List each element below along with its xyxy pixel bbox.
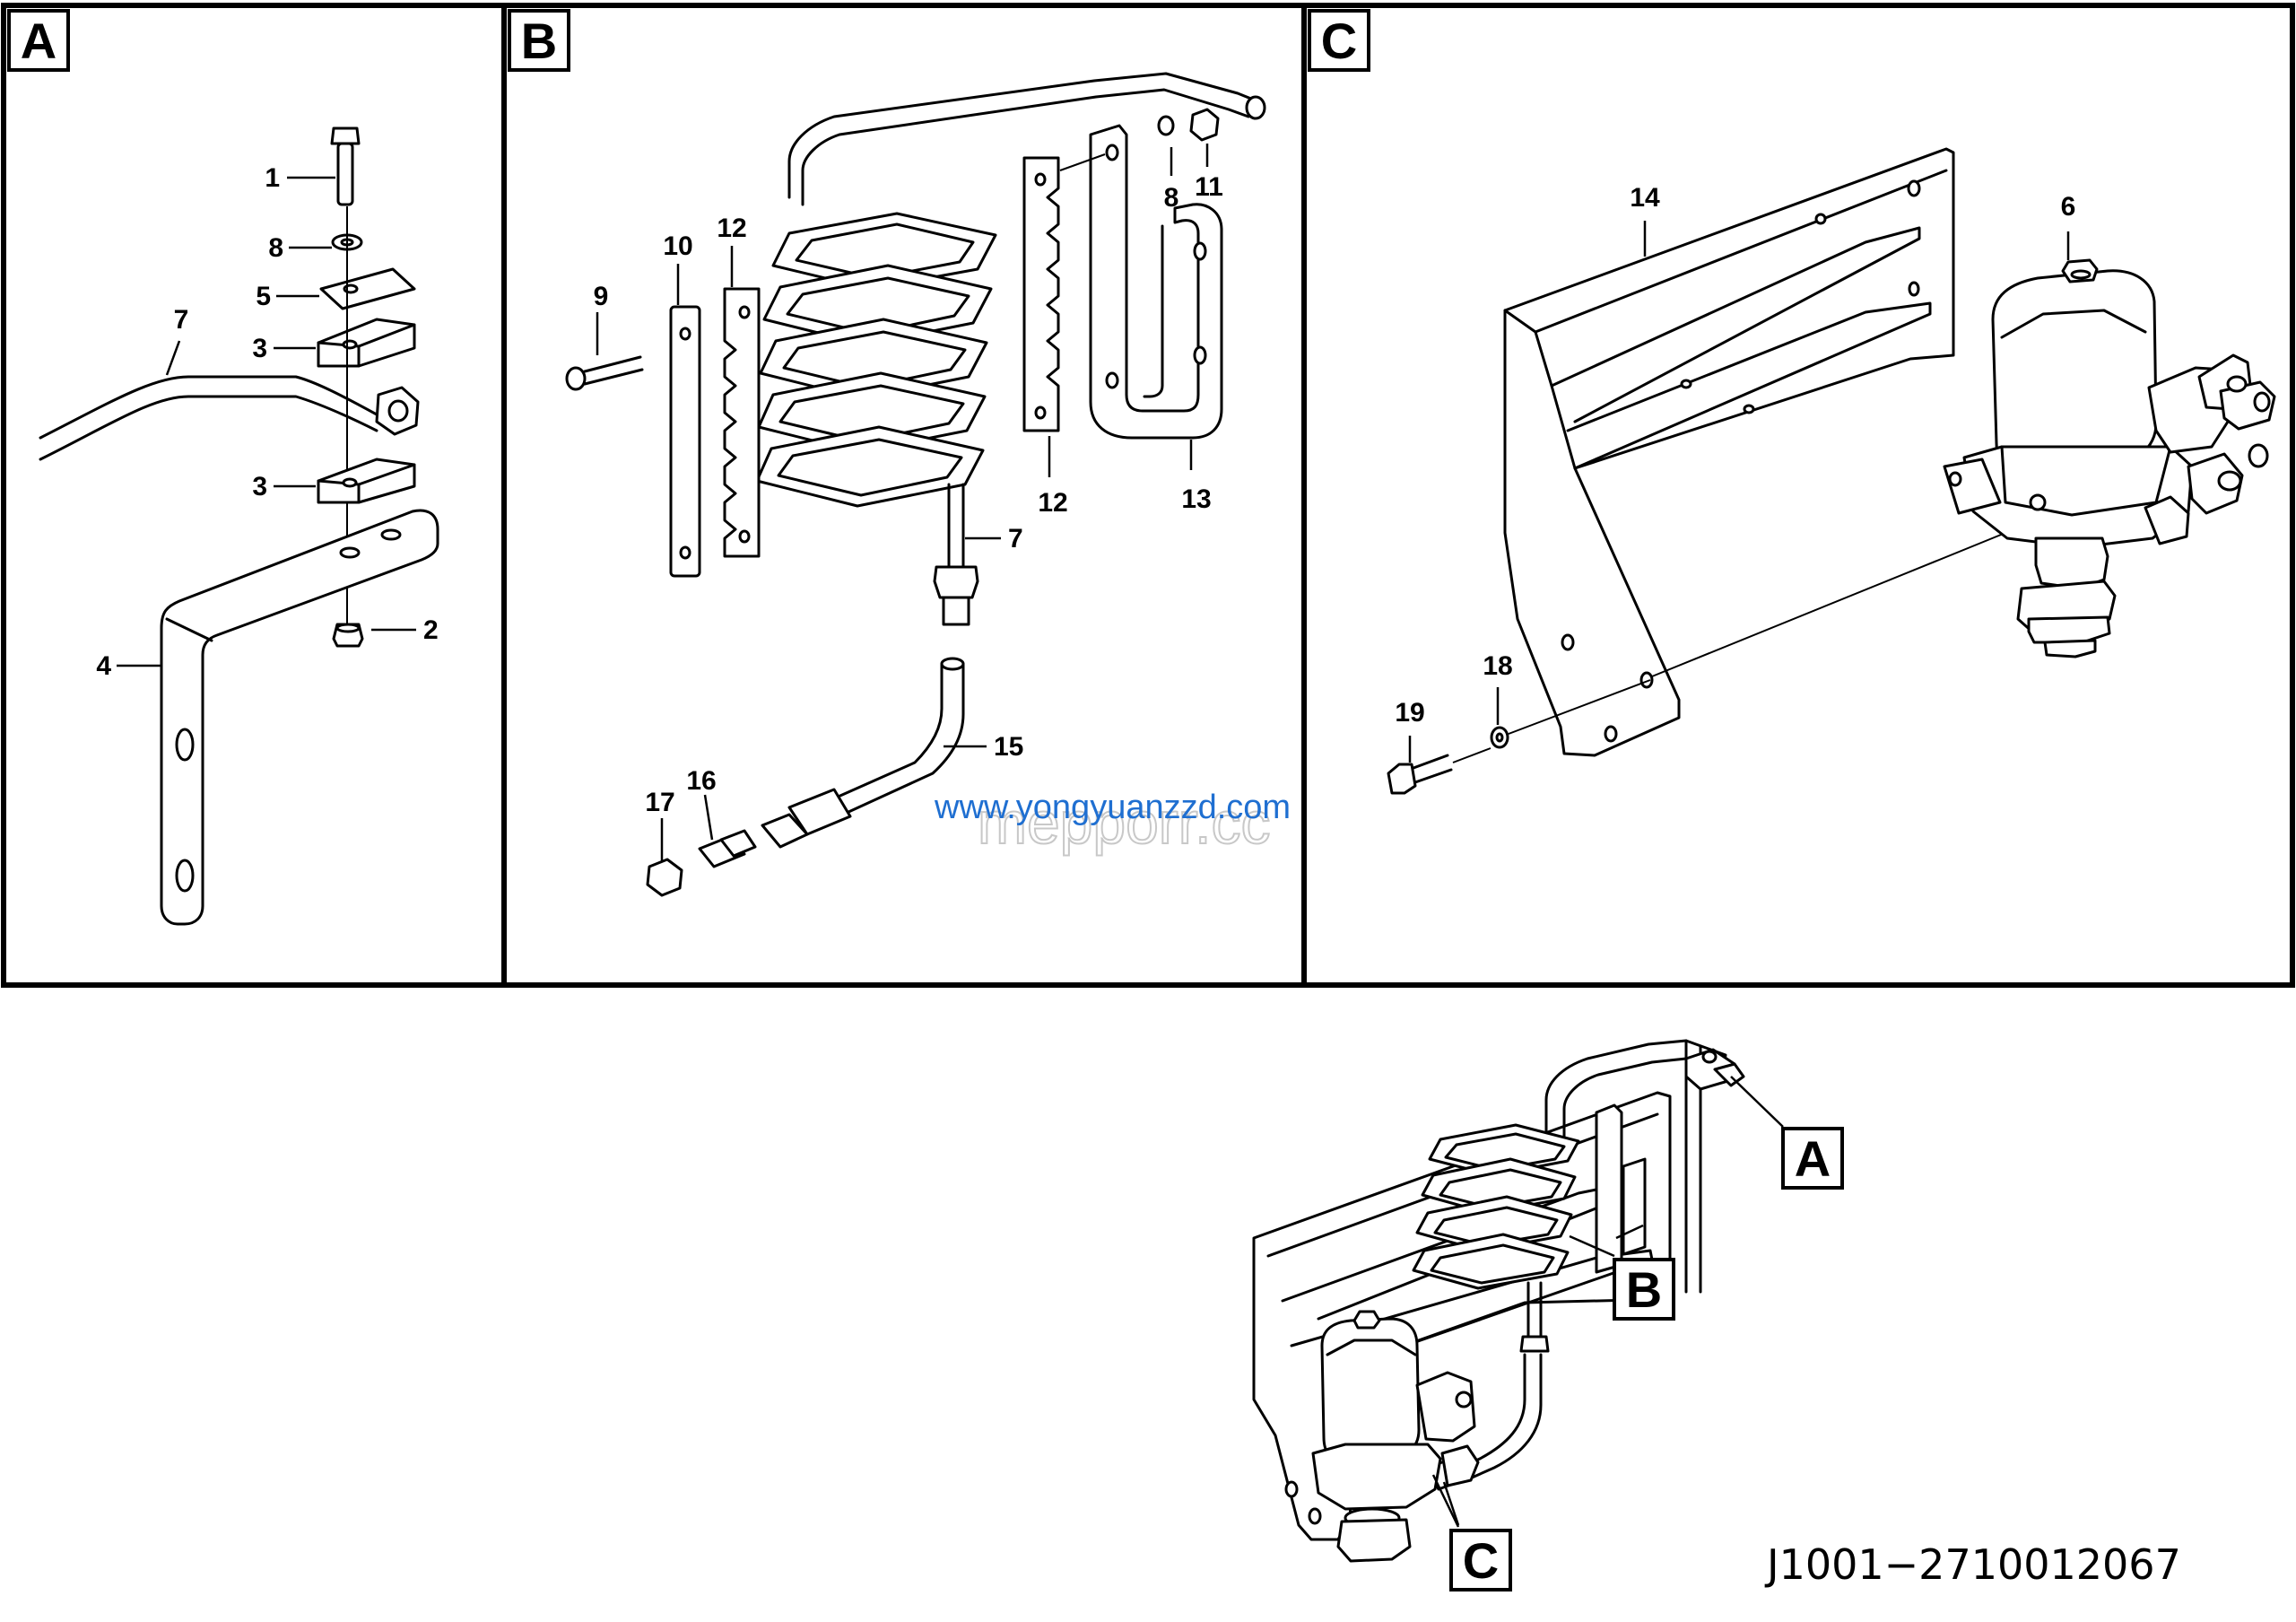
panel-b-callouts: 9 10 12 8 11 12 13 7 15 16 17	[594, 172, 1223, 817]
panel-c-label: C	[1308, 9, 1370, 72]
assembly-overview	[1252, 1039, 1784, 1563]
callout-9: 9	[594, 282, 609, 311]
site-watermark: www.yongyuanzzd.com	[934, 789, 1291, 826]
callout-6: 6	[2061, 192, 2076, 222]
callout-17: 17	[645, 788, 674, 817]
overview-tag-a: A	[1781, 1127, 1844, 1190]
callout-14: 14	[1630, 183, 1660, 213]
callout-18: 18	[1483, 651, 1512, 681]
callout-2: 2	[423, 615, 439, 645]
overview-tag-c: C	[1449, 1529, 1512, 1591]
svg-text:A: A	[1795, 1130, 1831, 1187]
svg-text:B: B	[521, 13, 557, 69]
callout-8-b: 8	[1164, 183, 1179, 213]
panel-b-label: B	[508, 9, 570, 72]
callout-10: 10	[663, 231, 692, 261]
svg-text:C: C	[1463, 1532, 1499, 1589]
callout-8: 8	[268, 233, 283, 263]
callout-15: 15	[994, 732, 1023, 762]
callout-16: 16	[686, 766, 716, 796]
callout-12-left: 12	[717, 214, 746, 243]
callout-5: 5	[256, 282, 271, 311]
drawing-number: J1001−2710012067	[1764, 1540, 2181, 1589]
callout-12-right: 12	[1038, 488, 1067, 518]
panel-a-drawing	[39, 126, 439, 926]
svg-text:A: A	[21, 13, 57, 69]
callout-19: 19	[1395, 698, 1424, 728]
panel-a-callouts: 1 8 5 7 3 3 4 2	[96, 163, 438, 681]
callout-7-b: 7	[1008, 524, 1023, 554]
panel-a-label: A	[7, 9, 70, 72]
callout-7: 7	[174, 305, 189, 335]
svg-text:B: B	[1626, 1261, 1662, 1318]
callout-3-bottom: 3	[252, 472, 267, 501]
panel-b-drawing	[565, 72, 1266, 897]
faint-watermark: mepporr.cc	[978, 789, 1270, 856]
panel-frames	[1, 3, 2295, 988]
callout-4: 4	[96, 651, 111, 681]
panel-c-drawing	[1387, 147, 2276, 795]
panel-c-callouts: 14 6 18 19	[1395, 183, 2075, 728]
callout-1: 1	[265, 163, 280, 193]
callout-13: 13	[1181, 484, 1211, 514]
callout-3-top: 3	[252, 334, 267, 363]
callout-11: 11	[1195, 172, 1223, 202]
overview-tag-b: B	[1613, 1258, 1675, 1321]
svg-text:C: C	[1321, 13, 1357, 69]
